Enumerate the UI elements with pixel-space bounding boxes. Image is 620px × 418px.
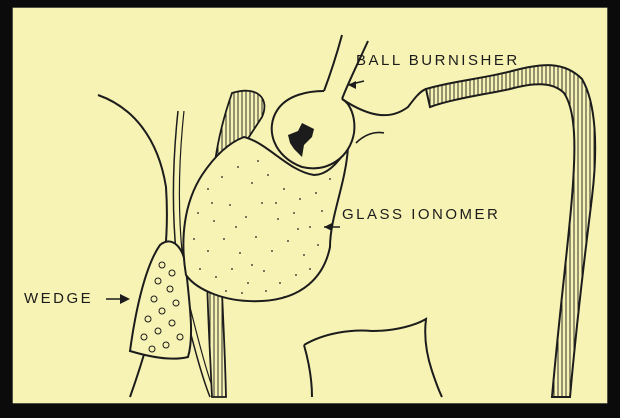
label-glass-ionomer: GLASS IONOMER xyxy=(342,206,500,223)
diagram-panel: BALL BURNISHER GLASS IONOMER WEDGE xyxy=(12,7,608,404)
label-ball-burnisher: BALL BURNISHER xyxy=(356,52,520,69)
label-wedge: WEDGE xyxy=(24,290,93,307)
dental-diagram: BALL BURNISHER GLASS IONOMER WEDGE xyxy=(12,7,608,404)
